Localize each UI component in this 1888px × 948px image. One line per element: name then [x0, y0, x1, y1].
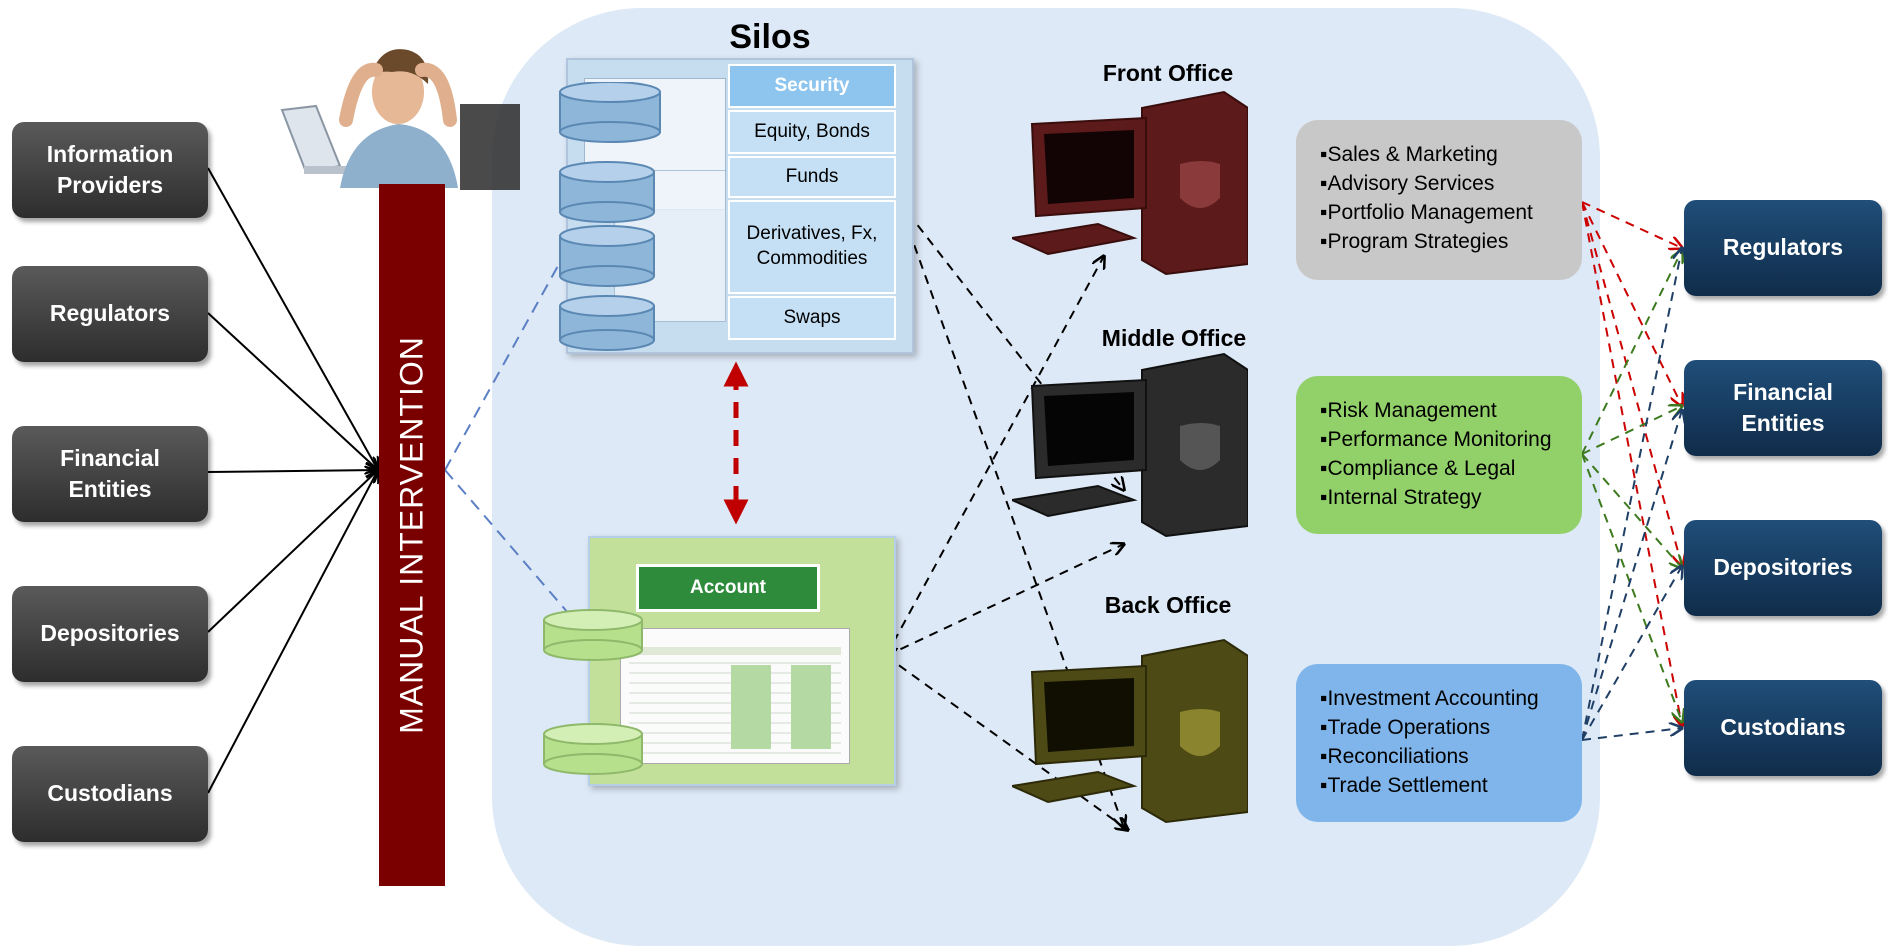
- function-item: ▪Investment Accounting: [1320, 687, 1539, 710]
- destination-label: Depositories: [1713, 554, 1853, 581]
- destination-label: Regulators: [1722, 234, 1844, 261]
- function-item: ▪Risk Management: [1320, 399, 1497, 422]
- function-item: ▪Program Strategies: [1320, 230, 1509, 253]
- function-item: ▪Trade Operations: [1320, 716, 1491, 739]
- security-header: Security: [728, 64, 896, 108]
- source-financial-entities[interactable]: Financial Entities: [12, 426, 208, 522]
- destination-depositories[interactable]: Depositories: [1684, 520, 1882, 616]
- source-label: Custodians: [47, 780, 173, 807]
- back-office-computer-icon: [1012, 638, 1248, 824]
- account-header: Account: [636, 564, 820, 612]
- account-report-screenshot: [620, 628, 850, 764]
- back-office-title: Back Office: [1104, 592, 1232, 618]
- destination-financial-entities[interactable]: Financial Entities: [1684, 360, 1882, 456]
- back-office-arrows: [1581, 248, 1682, 741]
- source-depositories[interactable]: Depositories: [12, 586, 208, 682]
- back-office-functions: ▪Investment Accounting ▪Trade Operations…: [1296, 664, 1582, 822]
- function-item: ▪Trade Settlement: [1320, 774, 1488, 797]
- middle-office-title: Middle Office: [1101, 325, 1247, 351]
- function-item: ▪Internal Strategy: [1320, 486, 1482, 509]
- security-database-icon: [559, 82, 661, 351]
- destination-custodians[interactable]: Custodians: [1684, 680, 1882, 776]
- source-custodians[interactable]: Custodians: [12, 746, 208, 842]
- middle-office-arrows: [1581, 250, 1682, 722]
- source-arrows: [207, 167, 378, 794]
- front-office-arrows: [1581, 201, 1682, 726]
- source-label: Depositories: [40, 620, 180, 647]
- front-office-functions: ▪Sales & Marketing ▪Advisory Services ▪P…: [1296, 120, 1582, 280]
- stressed-user-illustration: [280, 49, 520, 190]
- source-label: Regulators: [49, 300, 171, 327]
- security-item-funds: Funds: [728, 156, 896, 198]
- security-item-derivatives: Derivatives, Fx, Commodities: [728, 200, 896, 294]
- function-item: ▪Portfolio Management: [1320, 201, 1533, 224]
- function-item: ▪Advisory Services: [1320, 172, 1495, 195]
- function-item: ▪Reconciliations: [1320, 745, 1469, 768]
- account-database-icon: [543, 609, 643, 775]
- security-item-equity-bonds: Equity, Bonds: [728, 110, 896, 154]
- destination-label: Custodians: [1720, 714, 1846, 741]
- function-item: ▪Sales & Marketing: [1320, 143, 1498, 166]
- destination-label: Financial Entities: [1733, 378, 1833, 436]
- front-office-title: Front Office: [1102, 60, 1234, 86]
- report-table-graphic: [629, 647, 841, 754]
- silos-title: Silos: [729, 18, 811, 56]
- middle-office-computer-icon: [1012, 352, 1248, 538]
- manual-intervention-bar: [379, 184, 445, 886]
- source-information-providers[interactable]: Information Providers: [12, 122, 208, 218]
- front-office-computer-icon: [1012, 90, 1248, 276]
- account-arrows: [886, 256, 1128, 830]
- destination-regulators[interactable]: Regulators: [1684, 200, 1882, 296]
- function-item: ▪Compliance & Legal: [1320, 457, 1516, 480]
- source-label: Financial Entities: [60, 444, 160, 502]
- security-item-swaps: Swaps: [728, 296, 896, 340]
- middle-office-functions: ▪Risk Management ▪Performance Monitoring…: [1296, 376, 1582, 534]
- function-item: ▪Performance Monitoring: [1320, 428, 1552, 451]
- source-regulators[interactable]: Regulators: [12, 266, 208, 362]
- source-label: Information Providers: [46, 140, 174, 198]
- manual-intervention-label: MANUAL INTERVENTION: [393, 336, 430, 734]
